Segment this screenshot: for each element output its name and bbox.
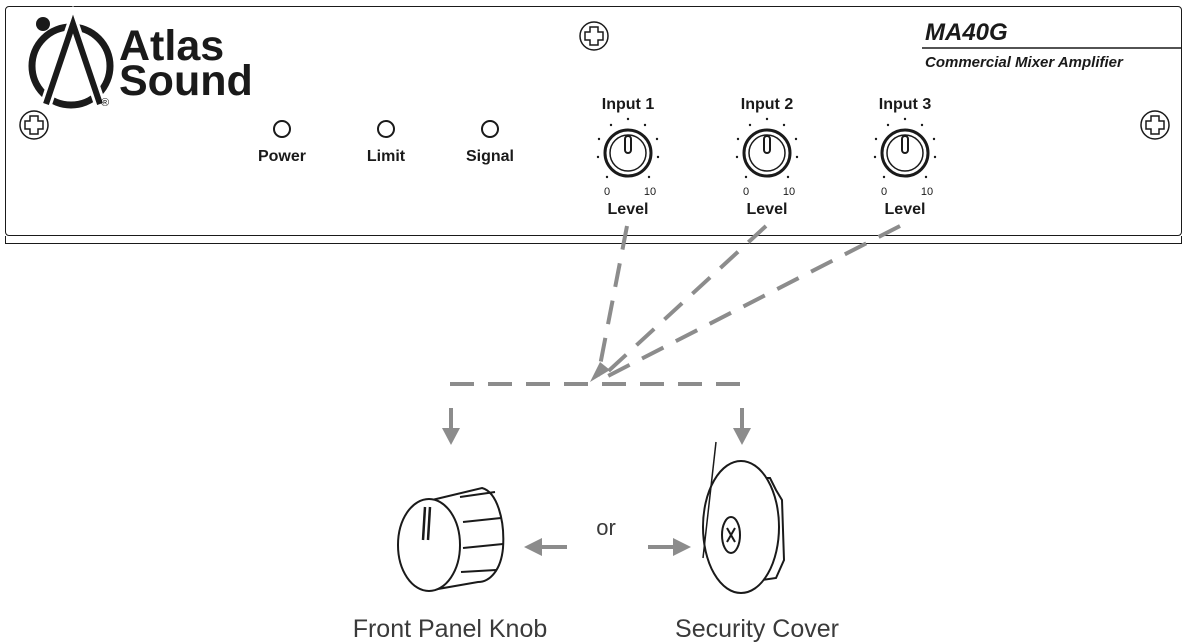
scale-min: 0 — [881, 186, 887, 198]
logo-line1: Atlas — [119, 22, 224, 70]
tick-dots — [596, 117, 660, 179]
level-label: Level — [608, 201, 649, 218]
knob-pointer-icon — [763, 135, 771, 154]
dashed-leader-lines — [450, 224, 901, 386]
security-cover-caption: Security Cover — [675, 615, 839, 643]
front-panel — [5, 6, 1182, 236]
down-arrow-icon — [733, 408, 751, 445]
logo-dot-icon — [36, 17, 50, 31]
security-cover-illustration — [702, 441, 786, 594]
power-led-icon — [273, 120, 291, 138]
scale-min: 0 — [743, 186, 749, 198]
converge-arrowhead-icon — [590, 362, 610, 382]
logo-a-icon — [43, 14, 103, 105]
limit-led-icon — [377, 120, 395, 138]
knob-pointer-icon — [624, 135, 632, 154]
level-label: Level — [885, 201, 926, 218]
input-1-control[interactable]: Input 1 0 10 Level — [596, 96, 660, 218]
limit-label: Limit — [367, 148, 406, 165]
power-label: Power — [258, 148, 306, 165]
atlas-sound-logo: Atlas Sound ® — [28, 5, 253, 109]
registered-mark: ® — [101, 97, 109, 109]
input-1-label: Input 1 — [602, 96, 655, 113]
leader-line-1 — [596, 225, 629, 377]
right-arrow-icon — [648, 538, 691, 556]
scale-max: 10 — [783, 186, 795, 198]
scale-min: 0 — [604, 186, 610, 198]
signal-led-icon — [481, 120, 499, 138]
input-2-label: Input 2 — [741, 96, 794, 113]
input-3-label: Input 3 — [879, 96, 932, 113]
logo-line2: Sound — [119, 57, 253, 105]
down-arrow-icon — [442, 408, 460, 445]
or-label: or — [596, 515, 616, 540]
screw-icon — [579, 21, 609, 51]
signal-label: Signal — [466, 148, 514, 165]
knob-pointer-icon — [901, 135, 909, 154]
tick-dots — [735, 117, 799, 179]
scale-max: 10 — [644, 186, 656, 198]
input-3-control[interactable]: Input 3 0 10 Level — [873, 96, 937, 218]
scale-max: 10 — [921, 186, 933, 198]
model-subtitle: Commercial Mixer Amplifier — [925, 54, 1124, 71]
leader-line-3 — [607, 224, 901, 378]
input-2-control[interactable]: Input 2 0 10 Level — [735, 96, 799, 218]
level-label: Level — [747, 201, 788, 218]
model-name: MA40G — [925, 19, 1008, 46]
left-arrow-icon — [524, 538, 567, 556]
screw-icon — [19, 110, 49, 140]
front-panel-knob-caption: Front Panel Knob — [353, 615, 548, 643]
front-panel-knob-illustration — [397, 486, 505, 592]
tick-dots — [873, 117, 937, 179]
screw-icon — [1140, 110, 1170, 140]
leader-line-2 — [601, 224, 768, 378]
front-panel-base — [5, 236, 1182, 244]
